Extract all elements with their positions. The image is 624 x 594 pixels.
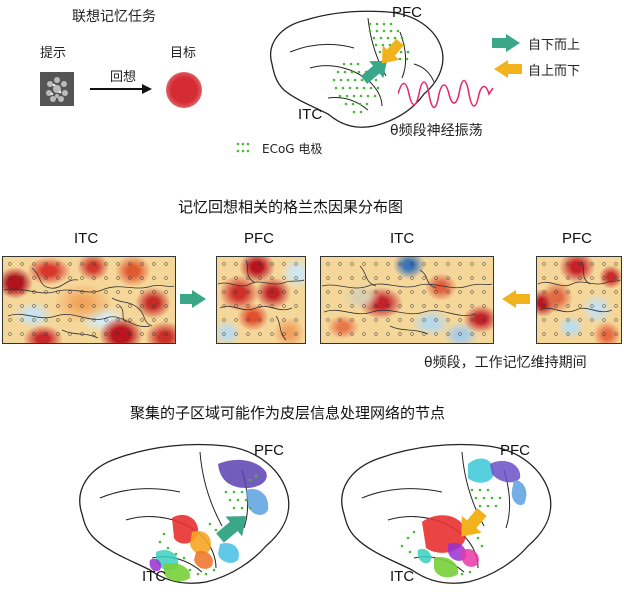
cue-pattern (46, 77, 68, 102)
middle-title: 记忆回想相关的格兰杰因果分布图 (178, 198, 404, 216)
bottom-up-legend-label: 自下而上 (528, 38, 581, 53)
map-label-itc-1: ITC (74, 230, 99, 247)
top-down-legend-label: 自上而下 (528, 64, 581, 79)
cue-image (40, 72, 74, 106)
top-down-arrow-bottom-right (461, 508, 487, 537)
granger-map-itc-2-overlay (321, 262, 493, 336)
granger-map-itc-1 (2, 256, 176, 344)
recall-label: 回想 (110, 70, 137, 85)
recall-arrow (90, 84, 152, 94)
bottom-right-pfc-label: PFC (500, 442, 530, 459)
oscillation-label: θ频段神经振荡 (390, 123, 483, 139)
bottom-right-itc-label: ITC (390, 568, 415, 585)
target-dot (166, 72, 202, 108)
brain-bottom-left (79, 443, 290, 584)
middle-caption: θ频段，工作记忆维持期间 (424, 355, 587, 371)
granger-map-pfc-2-overlay (537, 261, 621, 336)
bottom-up-arrow-bottom-left (216, 516, 247, 543)
top-down-arrow-middle (502, 290, 530, 308)
top-down-arrow-top (382, 38, 404, 64)
top-down-legend-arrow (494, 60, 522, 78)
itc-electrodes (332, 62, 380, 114)
brain-left-outline (79, 443, 290, 584)
bottom-title: 聚集的子区域可能作为皮层信息处理网络的节点 (130, 404, 446, 422)
granger-map-pfc-2 (536, 256, 622, 344)
bottom-left-itc-label: ITC (142, 568, 167, 585)
theta-oscillation-wave (398, 79, 494, 109)
brain-bottom-right (341, 443, 552, 584)
map-label-itc-2: ITC (390, 230, 415, 247)
granger-map-itc-2 (320, 256, 494, 344)
map-label-pfc-2: PFC (562, 230, 592, 247)
granger-map-pfc-1 (216, 256, 306, 344)
electrode-legend-label: ECoG 电极 (262, 142, 323, 156)
task-title: 联想记忆任务 (72, 9, 156, 25)
granger-map-pfc-1-overlay (217, 259, 305, 341)
bottom-left-pfc-label: PFC (254, 442, 284, 459)
bottom-up-legend-arrow (492, 34, 520, 52)
brain-top-diagram (270, 10, 444, 128)
granger-map-itc-1-overlay (3, 262, 175, 339)
brain-right-outline (341, 443, 552, 584)
bottom-up-arrow-middle (180, 290, 206, 308)
cue-label: 提示 (40, 46, 67, 61)
top-itc-label: ITC (298, 106, 323, 123)
bottom-up-arrow-top (360, 60, 387, 84)
map-label-pfc-1: PFC (244, 230, 274, 247)
target-label: 目标 (170, 46, 197, 61)
electrode-legend-icon (236, 142, 250, 153)
top-pfc-label: PFC (392, 4, 422, 21)
